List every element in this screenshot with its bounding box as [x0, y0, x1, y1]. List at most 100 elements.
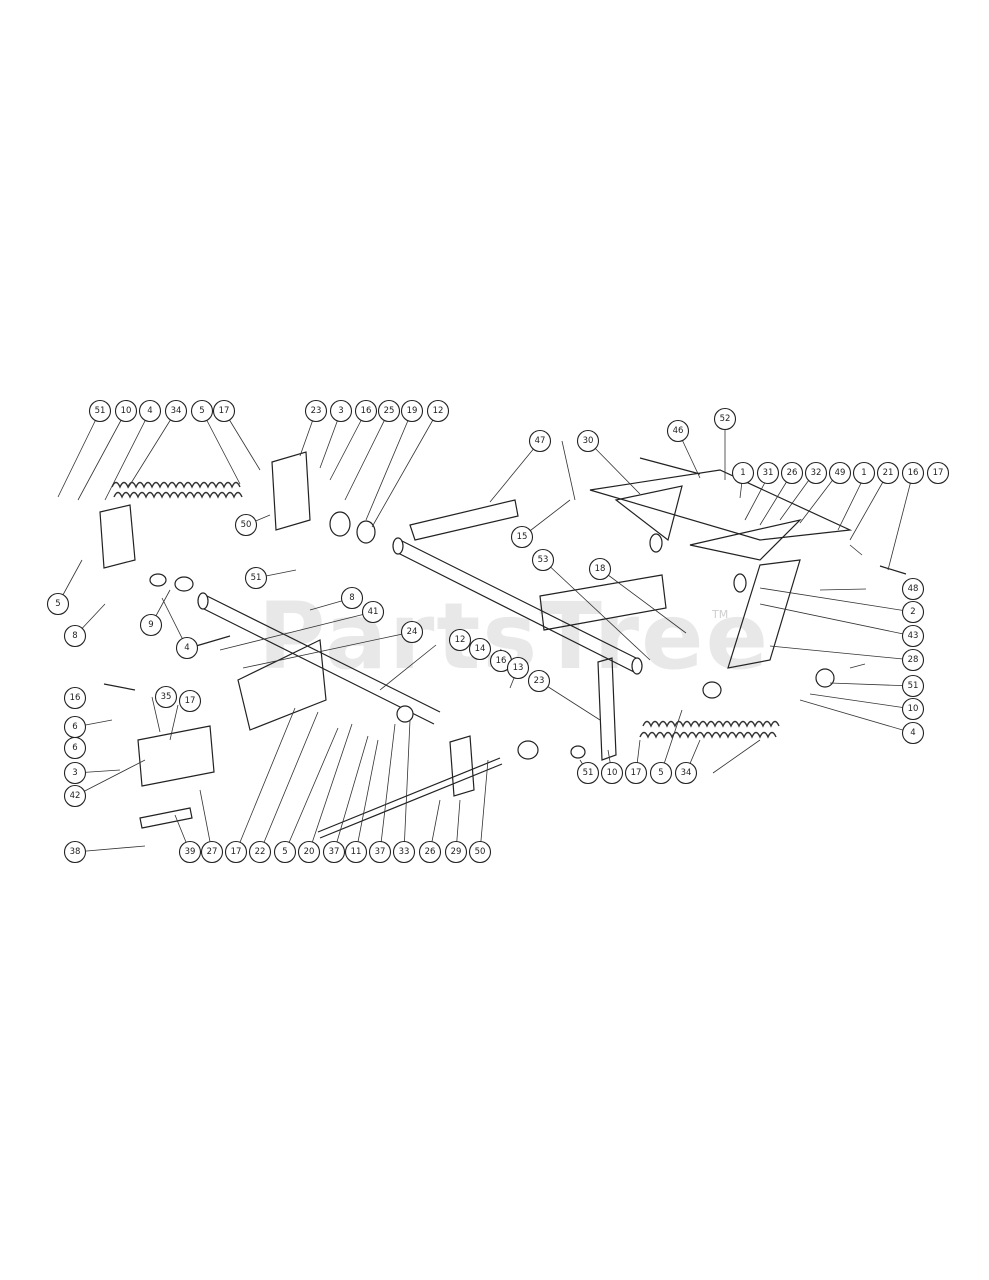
svg-text:34: 34 [681, 768, 692, 778]
callout-10: 10 [114, 399, 138, 423]
callout-19: 19 [400, 399, 424, 423]
callout-11: 11 [344, 840, 368, 864]
callout-48: 48 [901, 577, 925, 601]
svg-text:37: 37 [329, 847, 340, 857]
callout-16: 16 [354, 399, 378, 423]
callout-13: 13 [506, 656, 530, 680]
callout-32: 32 [804, 461, 828, 485]
callout-5c: 5 [273, 840, 297, 864]
svg-text:12: 12 [433, 406, 444, 416]
callout-31: 31 [756, 461, 780, 485]
callout-52: 52 [713, 407, 737, 431]
svg-text:23: 23 [534, 676, 545, 686]
svg-text:15: 15 [517, 532, 528, 542]
svg-text:35: 35 [161, 692, 172, 702]
leader-lines [57, 410, 914, 853]
svg-text:16: 16 [70, 693, 81, 703]
svg-text:4: 4 [184, 643, 189, 653]
callout-17e: 17 [624, 761, 648, 785]
watermark-trademark: TM [711, 608, 728, 621]
svg-text:3: 3 [72, 768, 77, 778]
callout-42: 42 [63, 784, 87, 808]
svg-text:16: 16 [361, 406, 372, 416]
callout-17c: 17 [178, 689, 202, 713]
svg-text:9: 9 [148, 620, 153, 630]
callout-10b: 10 [600, 761, 624, 785]
callout-12b: 12 [448, 628, 472, 652]
svg-text:28: 28 [908, 655, 919, 665]
svg-text:31: 31 [763, 468, 774, 478]
callout-26b: 26 [418, 840, 442, 864]
callout-17d: 17 [224, 840, 248, 864]
svg-text:21: 21 [883, 468, 894, 478]
callout-28: 28 [901, 648, 925, 672]
svg-text:19: 19 [407, 406, 418, 416]
callout-1: 1 [731, 461, 755, 485]
callout-6: 6 [63, 715, 87, 739]
callout-27: 27 [200, 840, 224, 864]
svg-text:38: 38 [70, 847, 81, 857]
svg-text:6: 6 [72, 722, 77, 732]
svg-text:1: 1 [740, 468, 745, 478]
callout-49: 49 [828, 461, 852, 485]
callout-51c: 51 [576, 761, 600, 785]
callout-47: 47 [528, 429, 552, 453]
callout-10c: 10 [901, 697, 925, 721]
svg-text:41: 41 [368, 607, 379, 617]
svg-text:3: 3 [338, 406, 343, 416]
callout-25: 25 [377, 399, 401, 423]
svg-text:1: 1 [861, 468, 866, 478]
svg-text:27: 27 [207, 847, 218, 857]
svg-text:5: 5 [55, 599, 60, 609]
callout-21: 21 [876, 461, 900, 485]
svg-text:30: 30 [583, 436, 594, 446]
svg-text:5: 5 [282, 847, 287, 857]
callout-17: 17 [212, 399, 236, 423]
svg-text:4: 4 [910, 728, 915, 738]
svg-text:51: 51 [908, 681, 919, 691]
callout-23b: 23 [527, 669, 551, 693]
callout-43: 43 [901, 624, 925, 648]
svg-text:18: 18 [595, 564, 606, 574]
callout-50: 50 [234, 513, 258, 537]
svg-text:2: 2 [910, 607, 915, 617]
callout-16b: 16 [901, 461, 925, 485]
callout-22: 22 [248, 840, 272, 864]
callout-51: 51 [88, 399, 112, 423]
callout-34: 34 [164, 399, 188, 423]
svg-text:10: 10 [121, 406, 132, 416]
svg-text:17: 17 [933, 468, 944, 478]
svg-text:51: 51 [95, 406, 106, 416]
svg-text:25: 25 [384, 406, 395, 416]
callout-37: 37 [322, 840, 346, 864]
callout-5d: 5 [649, 761, 673, 785]
svg-text:8: 8 [349, 593, 354, 603]
svg-text:12: 12 [455, 635, 466, 645]
svg-text:48: 48 [908, 584, 919, 594]
callout-15: 15 [510, 525, 534, 549]
callout-2: 2 [901, 600, 925, 624]
svg-text:50: 50 [475, 847, 486, 857]
svg-text:24: 24 [407, 627, 418, 637]
callout-23: 23 [304, 399, 328, 423]
callout-38: 38 [63, 840, 87, 864]
callout-37b: 37 [368, 840, 392, 864]
svg-text:22: 22 [255, 847, 266, 857]
callout-12: 12 [426, 399, 450, 423]
svg-text:34: 34 [171, 406, 182, 416]
callout-34b: 34 [674, 761, 698, 785]
callout-18: 18 [588, 557, 612, 581]
callout-51d: 51 [901, 674, 925, 698]
callout-29: 29 [444, 840, 468, 864]
callout-3: 3 [329, 399, 353, 423]
svg-text:10: 10 [607, 768, 618, 778]
callout-9: 9 [139, 613, 163, 637]
svg-text:5: 5 [658, 768, 663, 778]
svg-text:26: 26 [787, 468, 798, 478]
callout-50b: 50 [468, 840, 492, 864]
svg-text:29: 29 [451, 847, 462, 857]
svg-text:20: 20 [304, 847, 315, 857]
callout-51b: 51 [244, 566, 268, 590]
svg-text:5: 5 [199, 406, 204, 416]
